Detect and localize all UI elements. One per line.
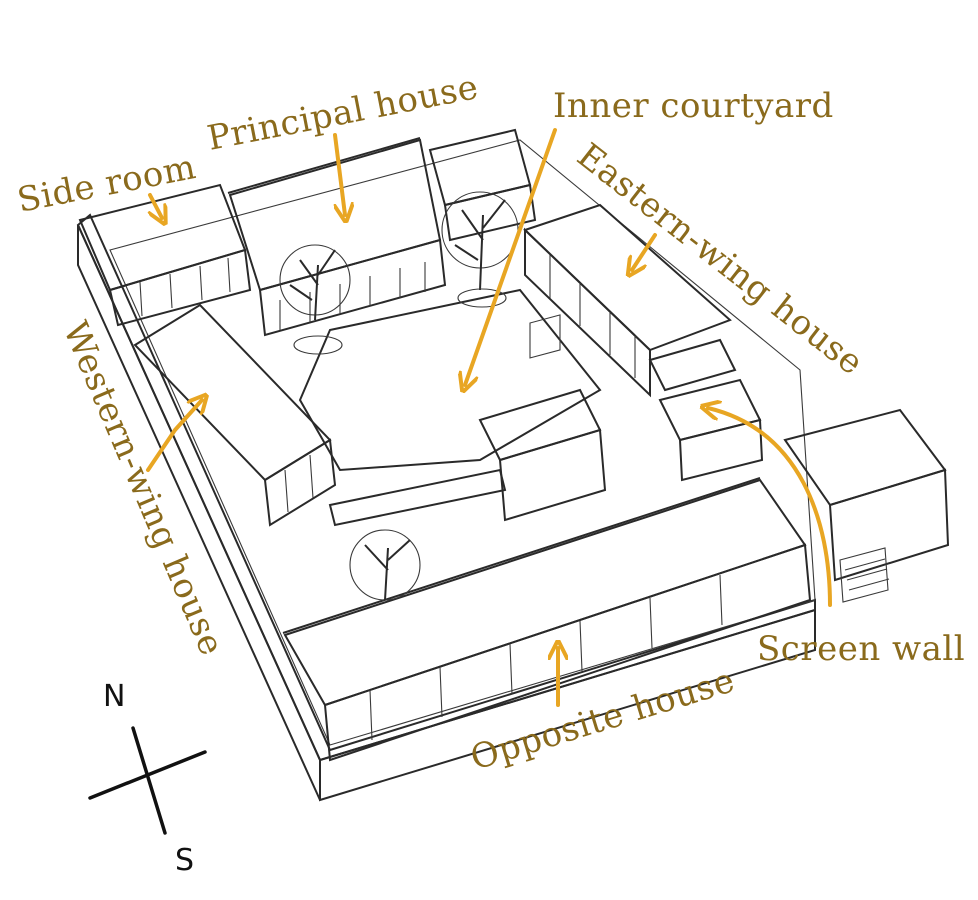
- compass-north-label: N: [103, 679, 125, 714]
- outer-wall-front-face: [319, 608, 816, 802]
- arrow-screen-wall: [708, 408, 832, 607]
- arrow-side-room: [150, 193, 162, 218]
- eastern-wing-house-building: [523, 203, 732, 398]
- opposite-house-building: [282, 477, 812, 762]
- tree-northeast: [441, 191, 519, 308]
- compass: N S: [88, 679, 207, 878]
- label-arrows: [146, 128, 832, 707]
- side-room-building: [78, 183, 252, 327]
- arrow-inner-courtyard: [465, 128, 557, 385]
- tree-southwest: [349, 529, 421, 601]
- label-opposite-house: Opposite house: [466, 660, 739, 778]
- label-principal-house: Principal house: [204, 67, 481, 159]
- screen-wall-structure: [648, 338, 764, 482]
- label-screen-wall: Screen wall: [757, 629, 965, 669]
- label-side-room: Side room: [14, 147, 199, 221]
- arrow-principal-house: [333, 133, 345, 215]
- principal-house-building: [227, 137, 447, 337]
- western-wing-house-building: [133, 303, 337, 527]
- side-room-east-building: [428, 128, 537, 242]
- arrow-eastern-wing-house: [632, 233, 657, 270]
- compass-ns-axis: [131, 726, 167, 835]
- courtyard-illustration: [76, 128, 950, 802]
- diagram-labels: Side room Principal house Inner courtyar…: [14, 67, 965, 778]
- inner-south-wall: [328, 468, 507, 527]
- inner-gate-building: [478, 314, 607, 522]
- gatehouse-building: [783, 408, 950, 603]
- compass-south-label: S: [175, 843, 194, 878]
- arrow-western-wing-house: [146, 400, 202, 472]
- label-inner-courtyard: Inner courtyard: [553, 86, 834, 126]
- courtyard-ground: [109, 139, 816, 746]
- label-eastern-wing-house: Eastern-wing house: [569, 136, 870, 384]
- tree-northwest: [279, 244, 351, 355]
- compass-ew-axis: [88, 750, 207, 800]
- inner-courtyard-paving: [298, 288, 602, 472]
